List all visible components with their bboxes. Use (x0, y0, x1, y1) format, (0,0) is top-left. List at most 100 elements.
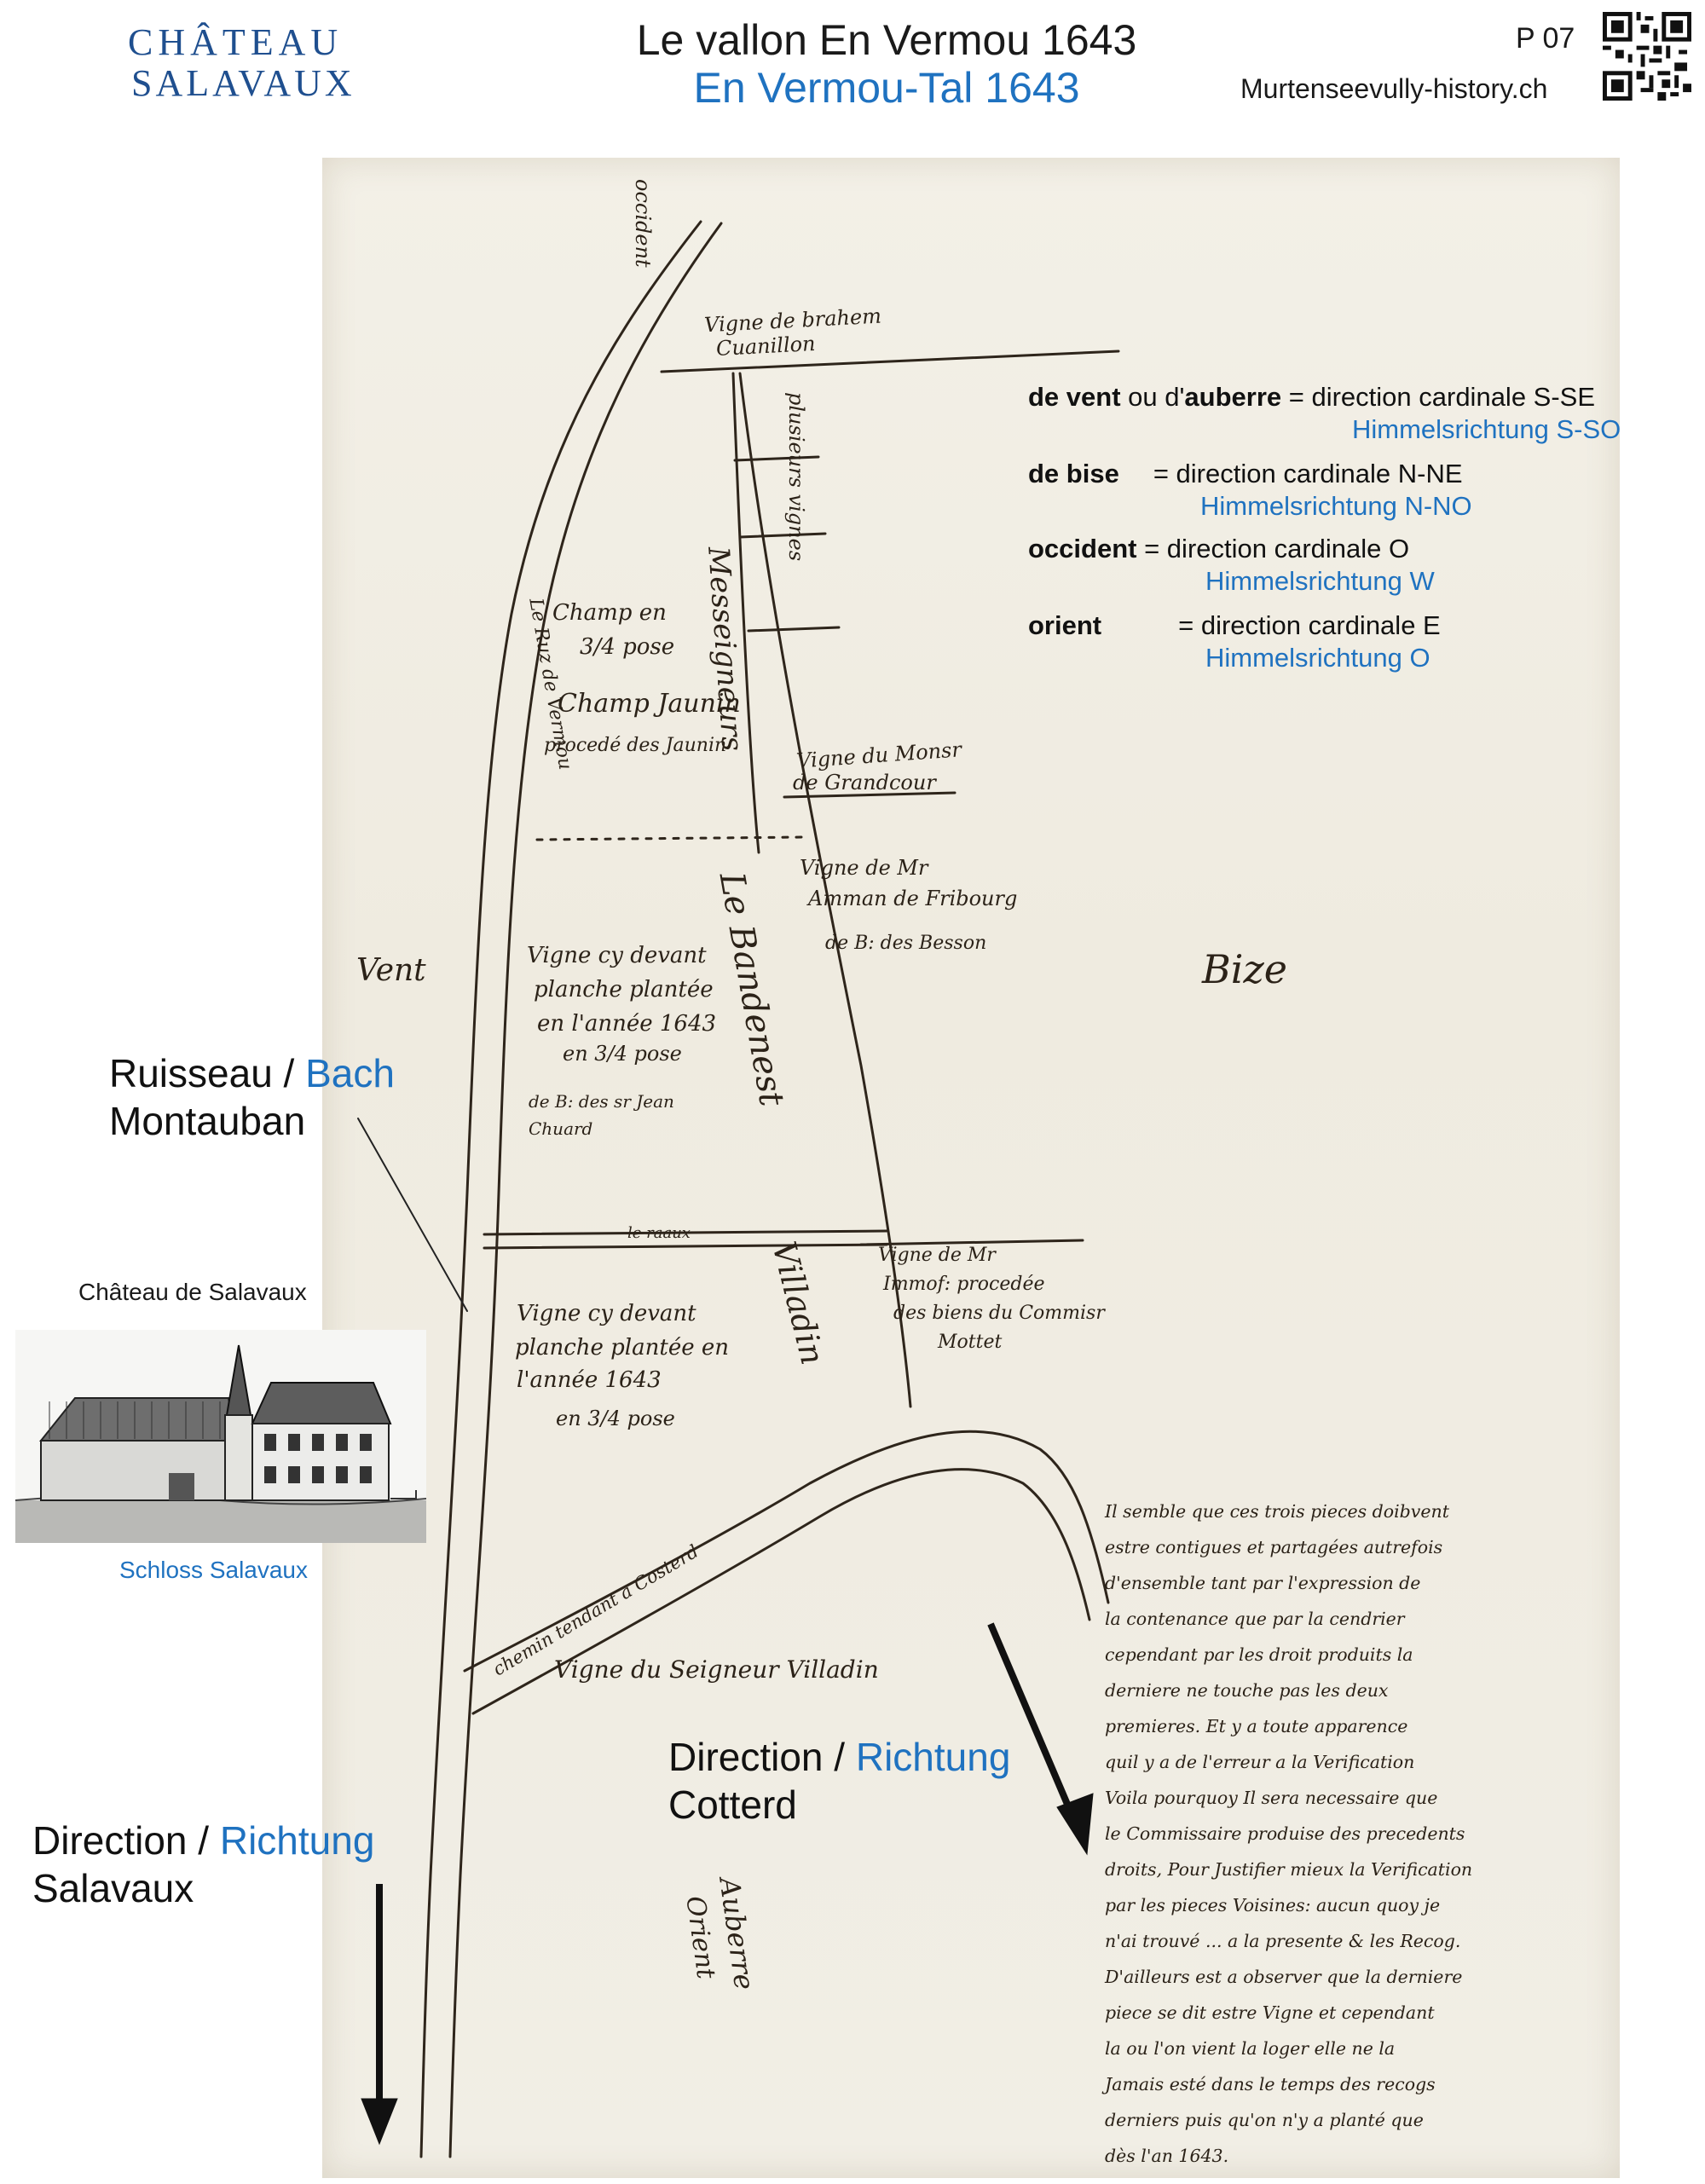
manuscript-note-line: D'ailleurs est a observer que la dernier… (1105, 1967, 1463, 1987)
vigne-fribourg-line-2: Amman de Fribourg (808, 887, 1018, 910)
manuscript-parchment (322, 158, 1620, 2178)
manuscript-note-line: derniere ne touche pas les deux (1105, 1680, 1389, 1701)
manuscript-note-line: n'ai trouvé ... a la presente & les Reco… (1105, 1931, 1461, 1951)
manuscript-note-line: la ou l'on vient la loger elle ne la (1105, 2038, 1396, 2059)
direction-cotterd-name: Cotterd (668, 1782, 797, 1827)
vigne-1-line-6: Chuard (529, 1118, 593, 1139)
ruisseau-de: Bach (305, 1051, 395, 1095)
chateau-caption-de: Schloss Salavaux (119, 1557, 309, 1583)
legend-bise: de bise = direction cardinale N-NE (1028, 459, 1463, 489)
manuscript-note-line: droits, Pour Justifier mieux la Verifica… (1105, 1859, 1473, 1880)
vigne-2-line-2: planche plantée en (515, 1335, 729, 1361)
website-link[interactable]: Murtenseevully-history.ch (1240, 73, 1548, 104)
ruisseau-fr: Ruisseau / (109, 1051, 295, 1095)
page-title-fr: Le vallon En Vermou 1643 (636, 16, 1137, 64)
manuscript-note-line: estre contigues et partagées autrefois (1105, 1537, 1443, 1557)
logo-line-2: SALAVAUX (131, 62, 355, 104)
arrow-salavaux-head (361, 2098, 398, 2146)
legend-orient-de: Himmelsrichtung O (1205, 643, 1430, 673)
vigne-seigneur-villadin-label: Vigne du Seigneur Villadin (554, 1655, 879, 1684)
arrow-cotterd-head (1056, 1793, 1094, 1856)
grandcour-line (783, 791, 957, 799)
ruisseau-name: Montauban (109, 1099, 306, 1143)
manuscript-note: Il semble que ces trois pieces doibvent e… (1105, 1494, 1616, 2174)
legend-vent-de: Himmelsrichtung S-SO (1352, 414, 1621, 444)
manuscript-note-line: Il semble que ces trois pieces doibvent (1105, 1501, 1449, 1522)
vine-plot-line-3 (747, 626, 841, 633)
vigne-fribourg-line-1: Vigne de Mr (800, 856, 928, 880)
legend-orient: orient = direction cardinale E (1028, 610, 1441, 641)
vigne-mottet-line-1: Vigne de Mr (878, 1245, 996, 1266)
vigne-grandcour-line-2: de Grandcour (793, 771, 936, 794)
legend-occident-term: occident (1028, 534, 1137, 563)
legend-bise-de: Himmelsrichtung N-NO (1200, 491, 1472, 521)
legend-orient-term: orient (1028, 610, 1102, 640)
ruisseau-annotation: Ruisseau / Bach (109, 1050, 395, 1096)
manuscript-note-line: dès l'an 1643. (1105, 2146, 1229, 2166)
vigne-1-line-4: en 3/4 pose (563, 1042, 682, 1066)
legend-orient-fr: = direction cardinale E (1178, 610, 1441, 640)
legend-bise-term: de bise (1028, 459, 1119, 488)
vigne-2-line-3: l'année 1643 (517, 1367, 662, 1393)
qr-code-icon[interactable] (1603, 12, 1691, 101)
chateau-salavaux-logo: CHÂTEAU SALAVAUX (128, 21, 355, 104)
legend-bise-fr: = direction cardinale N-NE (1153, 459, 1463, 488)
direction-salavaux-de: Richtung (219, 1818, 375, 1863)
chateau-sketch-image (15, 1330, 426, 1543)
manuscript-note-line: quil y a de l'erreur a la Verification (1105, 1752, 1415, 1772)
legend-vent-term: ou d'de vent ou d'auberre = direction ca… (1028, 382, 1595, 413)
legend-occident-de: Himmelsrichtung W (1205, 566, 1435, 596)
vigne-1-line-3: en l'année 1643 (537, 1011, 717, 1037)
legend-vent-text: de vent ou d'auberre = direction cardina… (1028, 382, 1596, 412)
manuscript-note-line: cependant par les droit produits la (1105, 1644, 1413, 1665)
manuscript-note-line: Voila pourquoy Il sera necessaire que (1105, 1788, 1438, 1808)
plusieurs-vignes-label: plusieurs vignes (784, 392, 808, 562)
vigne-mottet-line-4: Mottet (938, 1332, 1003, 1353)
vigne-1-line-2: planche plantée (534, 977, 714, 1002)
page-title-de: En Vermou-Tal 1643 (693, 64, 1080, 112)
vine-plot-line-1 (733, 455, 820, 462)
bize-label: Bize (1202, 946, 1287, 992)
stream-right-bank (448, 222, 723, 2158)
road-lower-edge (471, 1468, 1091, 1715)
arrow-cotterd-shaft (987, 1622, 1079, 1826)
champ-jaunin-label: Champ Jaunin (558, 689, 741, 719)
legend-occident: occident = direction cardinale O (1028, 534, 1409, 564)
vigne-2-line-1: Vigne cy devant (517, 1301, 696, 1326)
chateau-caption-fr: Château de Salavaux (78, 1279, 307, 1305)
direction-salavaux-name: Salavaux (32, 1866, 194, 1910)
manuscript-note-line: piece se dit estre Vigne et cependant (1105, 2002, 1435, 2023)
direction-cotterd-de: Richtung (855, 1735, 1011, 1779)
manuscript-note-line: derniers puis qu'on n'y a planté que (1105, 2110, 1424, 2130)
raaux-line-2 (483, 1243, 888, 1250)
mottet-line (859, 1239, 1084, 1246)
champ-line-1: Champ en (552, 600, 667, 626)
champ-line-2: 3/4 pose (580, 634, 675, 660)
right-diagonal-boundary (738, 372, 912, 1408)
manuscript-note-line: premieres. Et y a toute apparence (1105, 1716, 1408, 1736)
direction-salavaux-fr: Direction / (32, 1818, 210, 1863)
procede-jaunin-label: procedé des Jaunin (544, 735, 727, 756)
manuscript-note-line: d'ensemble tant par l'expression de (1105, 1573, 1421, 1593)
vine-plot-line-2 (738, 532, 827, 539)
manuscript-note-line: la contenance que par la cendrier (1105, 1609, 1405, 1629)
logo-line-1: CHÂTEAU (128, 21, 344, 63)
direction-cotterd-fr: Direction / (668, 1735, 846, 1779)
top-boundary-line (660, 350, 1120, 373)
vigne-2-line-4: en 3/4 pose (556, 1407, 675, 1430)
stream-left-bank (419, 220, 702, 2158)
legend-occident-fr: = direction cardinale O (1144, 534, 1410, 563)
occident-label: occident (631, 179, 655, 268)
vigne-mottet-line-3: des biens du Commisr (893, 1303, 1105, 1324)
vines-left-boundary (731, 372, 760, 854)
direction-cotterd-annotation: Direction / Richtung (668, 1734, 1010, 1780)
manuscript-note-line: Jamais esté dans le temps des recogs (1105, 2074, 1436, 2094)
manuscript-note-line: par les pieces Voisines: aucun quoy je (1105, 1895, 1441, 1915)
vigne-mottet-line-2: Immof: procedée (883, 1274, 1045, 1295)
road-upper-edge (463, 1430, 1110, 1673)
page-number: P 07 (1516, 22, 1575, 55)
le-raaux-label: le raaux (627, 1224, 691, 1242)
vent-label: Vent (356, 953, 426, 988)
raaux-line-1 (483, 1229, 888, 1236)
